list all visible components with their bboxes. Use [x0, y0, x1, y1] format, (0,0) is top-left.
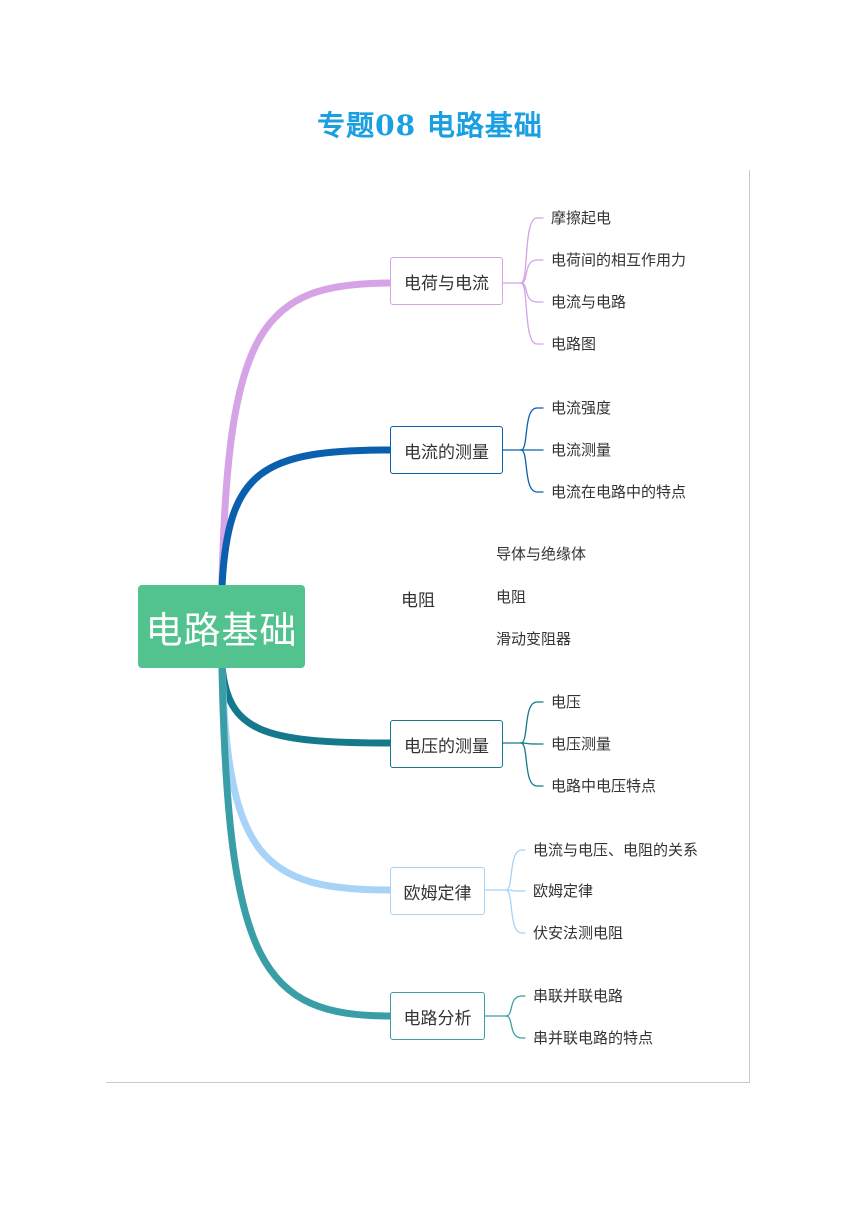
branch-node-5[interactable]: 欧姆定律	[390, 867, 485, 915]
leaf-connector	[520, 259, 544, 284]
leaf-node[interactable]: 欧姆定律	[533, 882, 594, 900]
leaf-node[interactable]: 电流测量	[551, 441, 612, 459]
branch-node-6[interactable]: 电路分析	[390, 992, 485, 1040]
root-node[interactable]: 电路基础	[138, 585, 305, 668]
leaf-connector	[520, 742, 544, 745]
leaf-node[interactable]: 电压	[551, 693, 582, 711]
branch-node-3[interactable]: 电阻	[390, 574, 470, 622]
branch-label: 电荷与电流	[404, 273, 489, 294]
branch-node-1[interactable]: 电荷与电流	[390, 257, 503, 305]
leaf-connector	[505, 889, 526, 892]
leaf-connector	[505, 995, 526, 1017]
leaf-connector	[505, 1015, 526, 1039]
page-title: 专题08 电路基础	[317, 109, 543, 142]
root-label: 电路基础	[145, 608, 298, 652]
branch-label: 电阻	[401, 590, 435, 611]
leaf-node[interactable]: 串并联电路的特点	[533, 1029, 654, 1047]
leaf-node[interactable]: 电流在电路中的特点	[551, 483, 687, 501]
leaf-node[interactable]: 电流与电压、电阻的关系	[533, 841, 699, 859]
mindmap-frame	[106, 170, 750, 1083]
leaf-connector	[520, 407, 544, 451]
branch-node-4[interactable]: 电压的测量	[390, 720, 503, 768]
branch-label: 欧姆定律	[403, 883, 472, 904]
leaf-connector	[505, 849, 526, 891]
branch-connector-5	[218, 664, 394, 894]
branch-node-2[interactable]: 电流的测量	[390, 426, 503, 474]
branch-label: 电流的测量	[404, 442, 489, 463]
leaf-node[interactable]: 电荷间的相互作用力	[551, 251, 687, 269]
leaf-node[interactable]: 摩擦起电	[551, 209, 612, 227]
leaf-connector	[520, 449, 544, 493]
leaf-node[interactable]: 滑动变阻器	[496, 630, 572, 648]
leaf-node[interactable]: 导体与绝缘体	[496, 545, 587, 563]
leaf-connector	[520, 742, 544, 787]
leaf-connector	[520, 282, 544, 345]
leaf-connector	[520, 701, 544, 744]
leaf-node[interactable]: 电阻	[496, 588, 527, 606]
leaf-node[interactable]: 串联并联电路	[533, 987, 624, 1005]
leaf-connector	[520, 217, 544, 284]
leaf-node[interactable]: 电流与电路	[551, 293, 627, 311]
branch-label: 电压的测量	[404, 736, 489, 757]
leaf-connector	[505, 889, 526, 934]
branch-connector-1	[218, 279, 394, 586]
leaf-node[interactable]: 电路中电压特点	[551, 777, 657, 795]
branch-connector-2	[218, 446, 394, 590]
leaf-node[interactable]: 电流强度	[551, 399, 612, 417]
branch-connector-4	[218, 662, 394, 747]
leaf-node[interactable]: 电压测量	[551, 735, 612, 753]
leaf-node[interactable]: 伏安法测电阻	[533, 924, 624, 942]
leaf-node[interactable]: 电路图	[551, 335, 597, 353]
branch-label: 电路分析	[403, 1008, 472, 1029]
branch-connector-6	[218, 664, 394, 1020]
